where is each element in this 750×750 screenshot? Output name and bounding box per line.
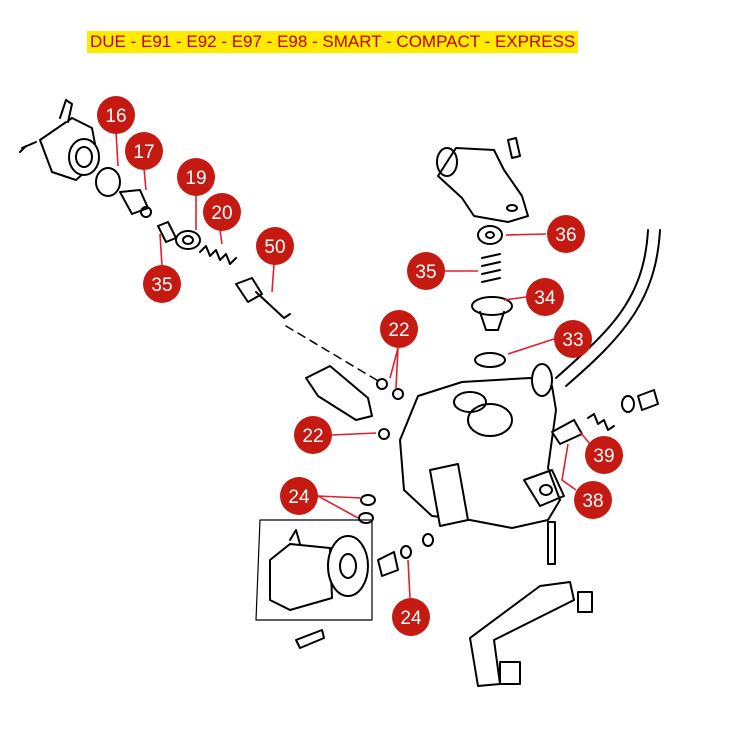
callout-22-lower: 22: [294, 416, 332, 454]
pin-part: [547, 521, 556, 565]
spring-35-part: [481, 253, 501, 283]
callout-35-left: 35: [143, 265, 181, 303]
svg-text:35: 35: [415, 262, 436, 283]
diagram-title: DUE - E91 - E92 - E97 - E98 - SMART - CO…: [87, 31, 579, 53]
valve-disk-36-part: [477, 225, 503, 245]
valve-disk-19-part: [175, 230, 201, 250]
axis-dashed-line: [285, 325, 381, 383]
svg-text:35: 35: [151, 275, 172, 296]
callout-39: 39: [585, 436, 623, 474]
callout-34: 34: [526, 278, 564, 316]
callout-17: 17: [125, 132, 163, 170]
screw-part: [295, 629, 325, 649]
svg-text:34: 34: [534, 288, 556, 309]
svg-text:16: 16: [105, 106, 126, 127]
valve-body-part: [399, 363, 565, 529]
o-ring-22b-part: [378, 428, 390, 440]
svg-text:24: 24: [400, 608, 422, 629]
callout-20: 20: [203, 193, 241, 231]
svg-text:39: 39: [593, 446, 614, 467]
svg-text:20: 20: [211, 203, 232, 224]
valve-50-part: [235, 277, 291, 319]
valve-17-part: [119, 189, 152, 218]
o-ring-24a-part: [360, 494, 376, 506]
callout-19: 19: [177, 158, 215, 196]
callout-16: 16: [97, 96, 135, 134]
callout-35-right: 35: [407, 252, 445, 290]
cartridge-part: [305, 365, 373, 421]
tube-part: [555, 229, 649, 379]
svg-text:50: 50: [264, 237, 285, 258]
svg-text:19: 19: [185, 168, 206, 189]
inlet-fitting-part: [19, 99, 100, 181]
callout-33: 33: [554, 320, 592, 358]
o-ring-33-part: [474, 352, 506, 368]
callout-24-bottom: 24: [392, 598, 430, 636]
svg-text:22: 22: [388, 320, 409, 341]
lever-part: [469, 581, 593, 687]
svg-text:33: 33: [562, 330, 583, 351]
callout-24-left: 24: [280, 477, 318, 515]
o-ring-16-part: [95, 167, 121, 197]
callout-38: 38: [574, 481, 612, 519]
callout-36: 36: [547, 215, 585, 253]
callouts: 16 17 19 20 35 50: [97, 96, 623, 636]
valve-34-part: [471, 296, 513, 331]
spring-20-part: [199, 245, 237, 265]
solenoid-part: [255, 519, 373, 621]
small-spring-part: [377, 551, 399, 577]
svg-text:38: 38: [582, 491, 603, 512]
callout-22-upper: 22: [380, 310, 418, 348]
svg-text:17: 17: [133, 142, 154, 163]
o-ring-24b-part: [400, 545, 412, 559]
plunger-39-part: [551, 389, 659, 445]
callout-50: 50: [256, 227, 294, 265]
svg-text:22: 22: [302, 426, 323, 447]
svg-text:24: 24: [288, 487, 310, 508]
o-ring-22a-part: [376, 378, 388, 390]
leader-lines: [115, 131, 591, 599]
top-cover-part: [436, 137, 529, 223]
svg-text:36: 36: [555, 225, 576, 246]
